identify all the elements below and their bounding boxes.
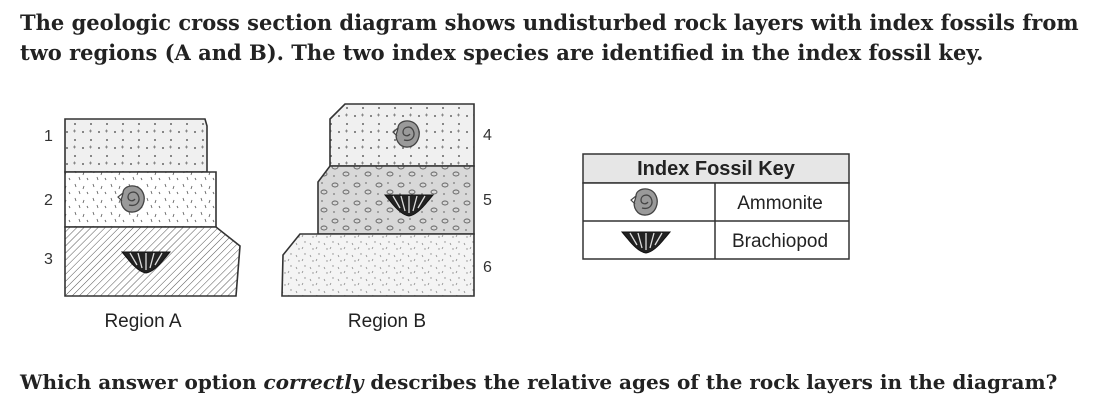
intro-text: The geologic cross section diagram shows… (20, 10, 1079, 65)
brachiopod-icon (620, 231, 672, 254)
question-text: Which answer option correctly describes … (20, 368, 1100, 396)
layer-number-2: 2 (44, 192, 53, 209)
layer-number-5: 5 (483, 192, 492, 209)
key-header-bg (582, 153, 850, 184)
question-emphasis: correctly (263, 370, 364, 394)
key-title: Index Fossil Key (637, 158, 796, 180)
layer-number-1: 1 (44, 128, 53, 145)
ammonite-icon (117, 185, 145, 213)
brachiopod-icon (120, 251, 172, 274)
region-a-layer-1 (64, 118, 208, 173)
region-b-layer-6 (281, 233, 475, 297)
brachiopod-icon (383, 194, 435, 217)
ammonite-icon (630, 188, 658, 216)
index-fossil-key: Index Fossil Key Ammonite Brachiopod (582, 153, 850, 260)
question-suffix: describes the relative ages of the rock … (363, 370, 1058, 394)
region-b-label: Region B (348, 311, 426, 332)
layer-number-6: 6 (483, 259, 492, 276)
key-row-brachiopod-label: Brachiopod (732, 231, 828, 252)
region-a-label: Region A (104, 311, 181, 332)
region-a-column: 1 2 3 Region A (44, 118, 241, 332)
region-b-column: 4 5 6 Region B (281, 103, 492, 332)
ammonite-icon (392, 120, 420, 148)
layer-number-3: 3 (44, 251, 53, 268)
layer-number-4: 4 (483, 127, 492, 144)
question-prefix: Which answer option (20, 370, 264, 394)
key-row-ammonite-label: Ammonite (737, 193, 823, 214)
